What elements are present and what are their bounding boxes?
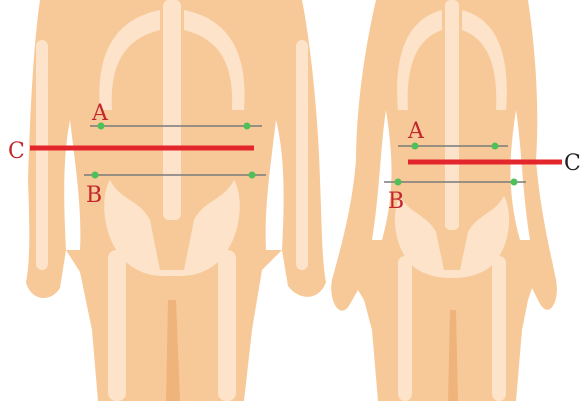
female-left-femur bbox=[398, 256, 412, 401]
male-label-a: A bbox=[91, 101, 109, 126]
female-label-b: B bbox=[388, 189, 404, 214]
male-point-b-right bbox=[249, 172, 256, 179]
female-label-a: A bbox=[407, 119, 425, 144]
female-right-femur bbox=[492, 256, 506, 401]
male-left-femur bbox=[108, 250, 126, 401]
male-figure: A B C bbox=[8, 0, 326, 401]
male-right-arm-bone bbox=[296, 40, 308, 270]
female-point-b-right bbox=[511, 179, 518, 186]
female-spine bbox=[445, 0, 459, 230]
male-right-femur bbox=[218, 250, 236, 401]
female-point-b-left bbox=[395, 179, 402, 186]
female-figure: A B C bbox=[331, 0, 581, 401]
male-label-c: C bbox=[8, 139, 25, 164]
male-left-arm-bone bbox=[36, 40, 48, 270]
male-point-a-right bbox=[244, 123, 251, 130]
male-spine bbox=[163, 0, 181, 220]
female-label-c: C bbox=[564, 151, 581, 176]
male-point-b-left bbox=[92, 172, 99, 179]
male-label-b: B bbox=[86, 183, 102, 208]
female-point-a-right bbox=[492, 143, 499, 150]
